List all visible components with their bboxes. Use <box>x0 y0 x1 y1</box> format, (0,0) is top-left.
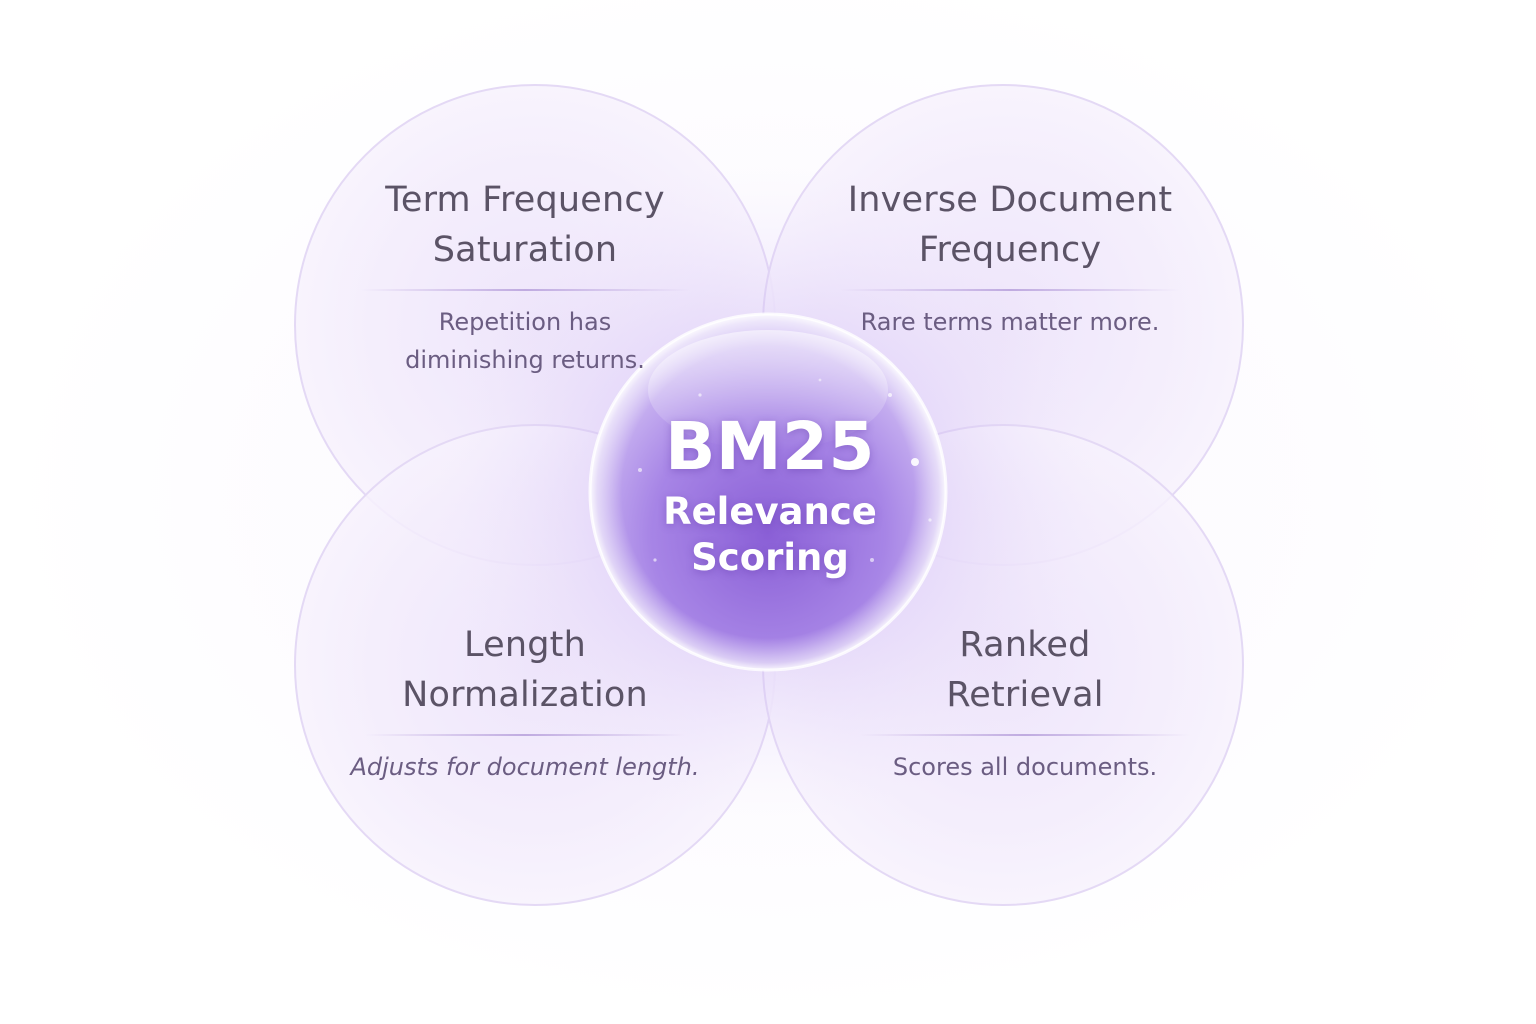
desc-line: Repetition has <box>438 308 612 336</box>
desc-line: diminishing returns. <box>405 346 645 374</box>
segment-title: Term Frequency Saturation <box>330 175 720 275</box>
segment-title: Inverse Document Frequency <box>800 175 1220 275</box>
hub-subtitle-line: Relevance <box>663 490 877 533</box>
segment-description: Repetition has diminishing returns. <box>330 303 720 379</box>
segment-term-frequency: Term Frequency Saturation Repetition has… <box>330 175 720 379</box>
title-line: Ranked <box>959 625 1091 665</box>
desc-line: Scores all documents. <box>892 753 1158 781</box>
title-line: Term Frequency <box>385 180 665 220</box>
hub-sparkles <box>638 378 932 562</box>
title-line: Inverse Document <box>847 180 1173 220</box>
desc-line: Adjusts for document length. <box>350 753 700 781</box>
title-line: Retrieval <box>946 675 1104 715</box>
segment-description: Scores all documents. <box>820 748 1230 786</box>
segment-description: Adjusts for document length. <box>330 748 720 786</box>
hub-subtitle: Relevance Scoring <box>620 489 920 581</box>
segment-inverse-document-frequency: Inverse Document Frequency Rare terms ma… <box>800 175 1220 341</box>
divider <box>365 734 685 736</box>
hub-label: BM25 Relevance Scoring <box>620 405 920 581</box>
hub-title: BM25 <box>665 408 875 485</box>
title-line: Length <box>464 625 586 665</box>
divider <box>360 289 690 291</box>
divider <box>840 289 1180 291</box>
title-line: Saturation <box>432 230 618 270</box>
hub-subtitle-line: Scoring <box>691 536 849 579</box>
hub-highlight <box>648 330 888 450</box>
title-line: Normalization <box>402 675 648 715</box>
segment-ranked-retrieval: Ranked Retrieval Scores all documents. <box>820 620 1230 786</box>
segment-length-normalization: Length Normalization Adjusts for documen… <box>330 620 720 786</box>
desc-line: Rare terms matter more. <box>860 308 1160 336</box>
segment-title: Length Normalization <box>330 620 720 720</box>
segment-description: Rare terms matter more. <box>800 303 1220 341</box>
divider <box>860 734 1190 736</box>
segment-title: Ranked Retrieval <box>820 620 1230 720</box>
title-line: Frequency <box>918 230 1102 270</box>
